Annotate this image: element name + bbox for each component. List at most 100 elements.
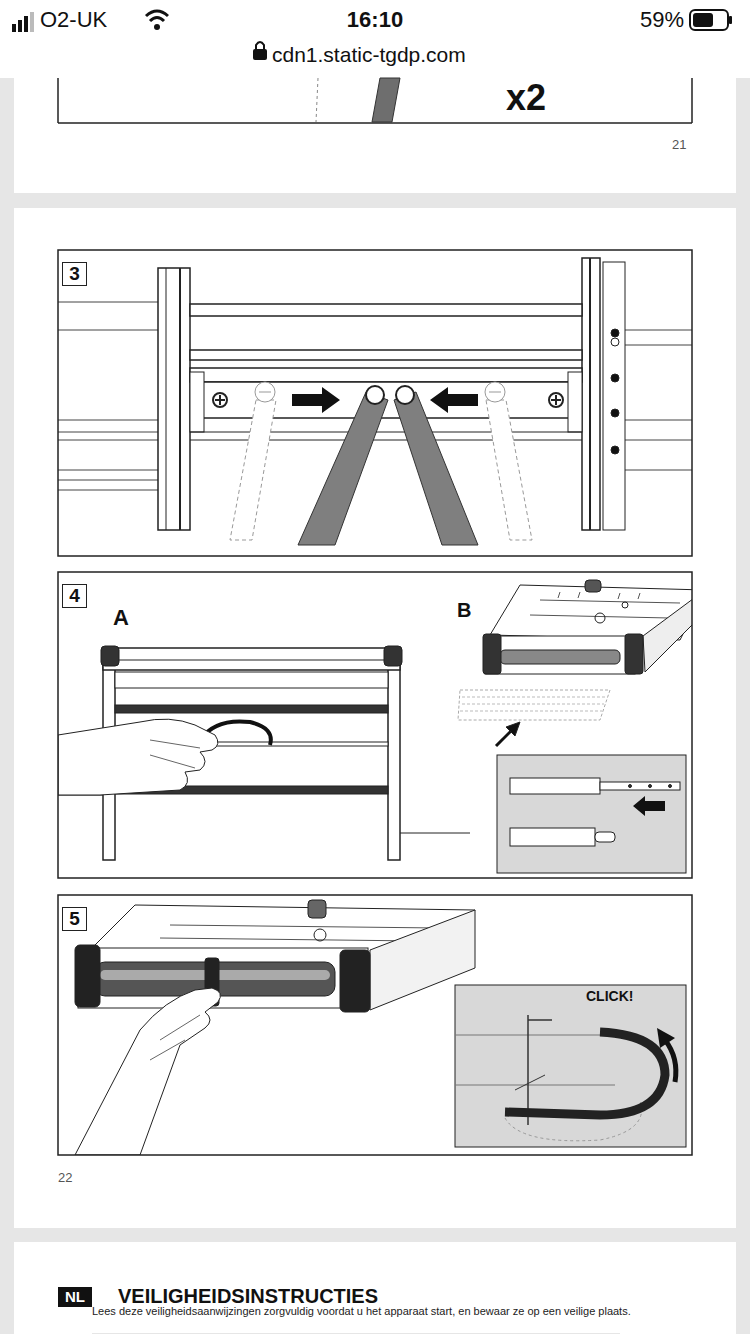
step-4-illustration: [669, 785, 672, 788]
step-3-illustration: [58, 258, 692, 545]
step-5-illustration: [314, 929, 326, 941]
step-5-illustration: [75, 945, 100, 1007]
step-3-illustration: [58, 330, 160, 331]
browser-chrome: [0, 0, 750, 78]
step-4-illustration: [649, 785, 652, 788]
browser-chrome: [729, 16, 732, 24]
page-card: [14, 208, 736, 1228]
previous-panel: [57, 78, 59, 123]
language-tag-text: NL: [58, 1287, 92, 1307]
step-4-illustration: [460, 711, 602, 712]
page-number: 21: [672, 137, 686, 153]
previous-panel: [372, 78, 400, 122]
previous-panel: [58, 78, 692, 123]
step-3-illustration: [394, 392, 478, 545]
step-3-illustration: [298, 392, 388, 545]
step-3-illustration: [611, 338, 619, 346]
page-card: [14, 78, 736, 1334]
step-5-illustration: [455, 1035, 615, 1036]
language-tag: NL: [58, 1287, 92, 1307]
step-3-illustration: [430, 387, 478, 413]
step-5-illustration: [75, 988, 220, 1155]
step-3-illustration: [625, 440, 692, 441]
step-3-illustration: [58, 480, 160, 481]
step-number: 4: [62, 584, 87, 608]
carrier-name: O2-UK: [40, 7, 107, 33]
step-4-illustration: [58, 580, 692, 873]
step-number: 3: [62, 262, 87, 286]
step-3-illustration: [549, 393, 563, 407]
step-4-illustration: [497, 755, 686, 873]
step-5-illustration: [150, 1015, 200, 1060]
step-3-illustration: [190, 372, 204, 432]
step-4-illustration: [622, 602, 628, 608]
step-4-illustration: [540, 600, 680, 603]
browser-chrome: [24, 16, 28, 32]
step-5-illustration: [78, 948, 368, 1008]
step-4-illustration: [458, 690, 610, 720]
previous-panel: [691, 78, 693, 123]
step-4-illustration: [58, 719, 218, 795]
step-4-illustration: [530, 615, 670, 618]
step-5-illustration: [505, 1032, 665, 1115]
step-3-illustration: [179, 268, 181, 530]
step-5-illustration: [455, 985, 686, 1147]
browser-chrome: [30, 12, 34, 32]
step-number-text: 5: [63, 908, 86, 930]
step-3-illustration: [625, 330, 692, 331]
step-3-illustration: [230, 400, 276, 540]
browser-chrome: [146, 11, 168, 16]
step-3-illustration: [603, 262, 625, 530]
step-3-illustration: [292, 387, 340, 413]
browser-chrome: [150, 18, 164, 22]
step-4-panel: [58, 572, 692, 878]
step-3-illustration: [396, 386, 414, 404]
step-number-text: 4: [63, 585, 86, 607]
step-4-illustration: [483, 634, 501, 674]
step-4-illustration: [462, 704, 604, 705]
clock: 16:10: [320, 7, 430, 33]
step-3-illustration: [190, 350, 582, 360]
step-3-illustration: [213, 393, 227, 407]
step-4-illustration: [485, 636, 635, 674]
step-5-illustration: [455, 1085, 615, 1086]
browser-chrome: [253, 49, 267, 60]
step-3-illustration: [58, 302, 160, 303]
step-3-illustration: [190, 304, 582, 316]
step-4-illustration: [638, 593, 640, 599]
step-5-illustration: [515, 1075, 545, 1090]
step-4-illustration: [558, 592, 560, 598]
browser-chrome: [18, 20, 22, 32]
step-3-illustration: [58, 432, 160, 433]
step-4-illustration: [585, 580, 601, 592]
step-4-illustration: [600, 782, 680, 790]
step-4-illustration: [115, 705, 388, 713]
step-4-illustration: [595, 832, 615, 842]
step-5-illustration: [160, 938, 420, 941]
step-4-illustration: [496, 730, 512, 746]
step-3-illustration: [190, 368, 582, 382]
sub-step-letter: A: [113, 605, 129, 631]
step-3-illustration: [58, 440, 160, 441]
step-3-illustration: [582, 258, 600, 530]
browser-chrome: [690, 10, 728, 30]
intro-text: Lees deze veiligheidsaanwijzingen zorgvu…: [92, 1305, 682, 1317]
section-heading: VEILIGHEIDSINSTRUCTIES: [118, 1284, 378, 1308]
step-3-illustration: [589, 258, 591, 530]
step-4-illustration: [115, 672, 388, 688]
step-3-illustration: [625, 420, 692, 421]
step-3-illustration: [255, 382, 275, 402]
step-4-illustration: [595, 613, 605, 623]
step-3-illustration: [58, 490, 160, 491]
sub-step-letter: B: [457, 598, 471, 622]
step-4-illustration: [629, 785, 632, 788]
previous-panel: [316, 78, 318, 122]
url: cdn1.static-tgdp.com: [272, 42, 466, 67]
step-4-illustration: [643, 590, 692, 672]
page-card: [14, 1242, 736, 1334]
step-3-illustration: [611, 446, 619, 454]
step-number: 5: [62, 907, 87, 931]
browser-chrome: [693, 13, 713, 27]
